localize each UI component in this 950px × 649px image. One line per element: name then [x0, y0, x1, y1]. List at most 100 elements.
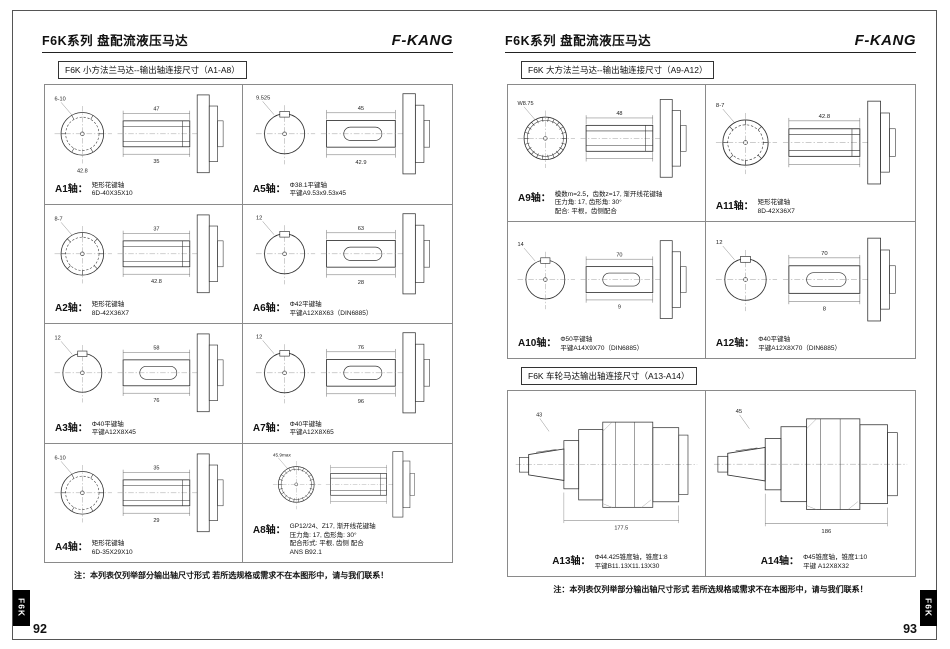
shaft-cell-a8: 45.9max A8轴： GP12/24、Z17, 渐开线花键轴 压力角: 17… [242, 443, 453, 563]
shaft-desc-line: 平键A9.53x9.53x45 [289, 190, 347, 198]
section-title-a13-a14: F6K 车轮马达输出轴连接尺寸（A13-A14） [521, 367, 697, 385]
shaft-label: A12轴： [715, 338, 755, 350]
svg-text:9.525: 9.525 [256, 95, 270, 101]
shaft-desc: Φ42平键轴 平键A12X8X63（DIN6885） [290, 299, 373, 318]
shaft-caption-a2: A2轴： 矩形花键轴 8D-42X36X7 [49, 299, 239, 321]
page-left: F6K系列 盘配流液压马达 F-KANG F6K 小方法兰马达--输出轴连接尺寸… [12, 10, 475, 640]
shaft-desc: 矩形花键轴 8D-42X36X7 [92, 299, 129, 318]
shaft-caption-a11: A11轴： 矩形花键轴 8D-42X36X7 [710, 197, 912, 219]
shaft-label: A1轴： [55, 183, 88, 195]
page-title: F6K系列 盘配流液压马达 [505, 34, 652, 48]
shaft-desc-line: 6D-35X29X10 [91, 548, 133, 556]
svg-text:45.9max: 45.9max [273, 452, 292, 457]
shaft-cell-a6: 12 63 28 A6轴： Φ42平键轴 平键A12X8X63（DIN6885） [242, 204, 453, 324]
page-header: F6K系列 盘配流液压马达 F-KANG [42, 30, 453, 53]
page-right: F6K系列 盘配流液压马达 F-KANG F6K 大方法兰马达--输出轴连接尺寸… [475, 10, 938, 640]
shaft-caption-a10: A10轴： Φ50平键轴 平键A14X9X70（DIN6885） [512, 334, 702, 356]
shaft-label: A9轴： [518, 192, 551, 204]
shaft-desc-line: 矩形花键轴 [757, 199, 791, 207]
shaft-desc-line: Φ38.1平键轴 [289, 181, 328, 189]
shaft-desc-line: 压力角: 17, 齿形角: 30° [554, 199, 622, 207]
page-header: F6K系列 盘配流液压马达 F-KANG [505, 30, 916, 53]
shaft-caption-a8: A8轴： GP12/24、Z17, 渐开线花键轴 压力角: 17, 齿形角: 3… [247, 521, 449, 560]
shaft-label: A6轴： [252, 303, 286, 315]
shaft-desc-line: 平键B11.13X11.13X30 [594, 562, 660, 570]
brand-logo-text: F-KANG [391, 32, 453, 49]
shaft-desc-line: 平键A12X8X65 [289, 429, 334, 437]
svg-text:42.8: 42.8 [151, 278, 162, 284]
svg-text:43: 43 [536, 413, 542, 419]
shaft-desc: 矩形花键轴 8D-42X36X7 [758, 197, 795, 216]
footnote: 注：本列表仅列举部分输出轴尺寸形式 若所选规格或需求不在本图形中，请与我们联系！ [553, 585, 868, 594]
shaft-caption-a6: A6轴： Φ42平键轴 平键A12X8X63（DIN6885） [247, 299, 449, 321]
shaft-label: A10轴： [518, 338, 557, 350]
shaft-desc: 模数m=2.5，齿数z=17, 渐开线花键轴 压力角: 17, 齿形角: 30°… [555, 189, 663, 216]
shaft-desc-line: 压力角: 17, 齿形角: 30° [289, 531, 357, 539]
shaft-label: A2轴： [55, 303, 88, 315]
shaft-caption-a12: A12轴： Φ40平键轴 平键A12X8X70（DIN6885） [710, 334, 912, 356]
shaft-desc-line: 平键A12X8X70（DIN6885） [758, 344, 841, 352]
svg-text:6-10: 6-10 [55, 455, 66, 461]
shaft-label: A7轴： [252, 422, 286, 434]
svg-text:42.8: 42.8 [818, 114, 830, 120]
shaft-caption-a9: A9轴： 模数m=2.5，齿数z=17, 渐开线花键轴 压力角: 17, 齿形角… [512, 189, 702, 219]
svg-text:58: 58 [153, 346, 159, 352]
brand-logo-text: F-KANG [854, 32, 916, 49]
svg-text:12: 12 [55, 335, 61, 341]
shaft-desc-line: Φ40平键轴 [758, 336, 791, 344]
shaft-desc-line: Φ44.425锥度轴，锥度1:8 [594, 554, 668, 562]
svg-text:63: 63 [358, 225, 364, 231]
svg-text:37: 37 [153, 226, 159, 232]
shaft-desc-line: 矩形花键轴 [91, 301, 125, 309]
shaft-label: A4轴： [55, 542, 88, 554]
shaft-desc: Φ40平键轴 平键A12X8X65 [290, 419, 334, 438]
page-title: F6K系列 盘配流液压马达 [42, 34, 189, 48]
svg-text:70: 70 [821, 251, 828, 257]
shaft-drawing-a8: 45.9max [247, 447, 449, 522]
shaft-desc-line: 矩形花键轴 [91, 540, 125, 548]
page-number: 93 [903, 622, 917, 636]
shaft-desc: Φ40平键轴 平键A12X8X45 [92, 419, 136, 438]
shaft-desc: 矩形花键轴 6D-35X29X10 [92, 538, 133, 557]
shaft-desc-line: 配合: 平根，齿侧配合 [554, 207, 617, 215]
shaft-label: A11轴： [715, 201, 754, 213]
shaft-desc-line: 平键A14X9X70（DIN6885） [560, 344, 644, 352]
svg-text:70: 70 [616, 252, 622, 258]
svg-text:28: 28 [358, 279, 364, 285]
svg-text:177.5: 177.5 [614, 526, 628, 532]
series-edge-tab: F6K [13, 590, 30, 626]
svg-text:186: 186 [821, 529, 832, 535]
shaft-desc: Φ44.425锥度轴，锥度1:8 平键B11.13X11.13X30 [595, 552, 668, 571]
svg-text:6-10: 6-10 [55, 96, 66, 102]
shaft-label: A3轴： [55, 422, 88, 434]
svg-text:45: 45 [358, 106, 364, 112]
shaft-desc-line: 8D-42X36X7 [757, 207, 795, 215]
shaft-drawing-a13: 43 177.5 [512, 394, 702, 552]
svg-text:35: 35 [153, 159, 159, 165]
shaft-drawing-a6: 12 63 28 [247, 208, 449, 300]
shaft-desc-line: Φ45锥度轴，锥度1:10 [803, 554, 868, 562]
svg-text:12: 12 [256, 215, 262, 221]
svg-text:76: 76 [358, 345, 364, 351]
shaft-desc-line: Φ40平键轴 [289, 420, 322, 428]
shaft-desc-line: Φ40平键轴 [91, 420, 124, 428]
